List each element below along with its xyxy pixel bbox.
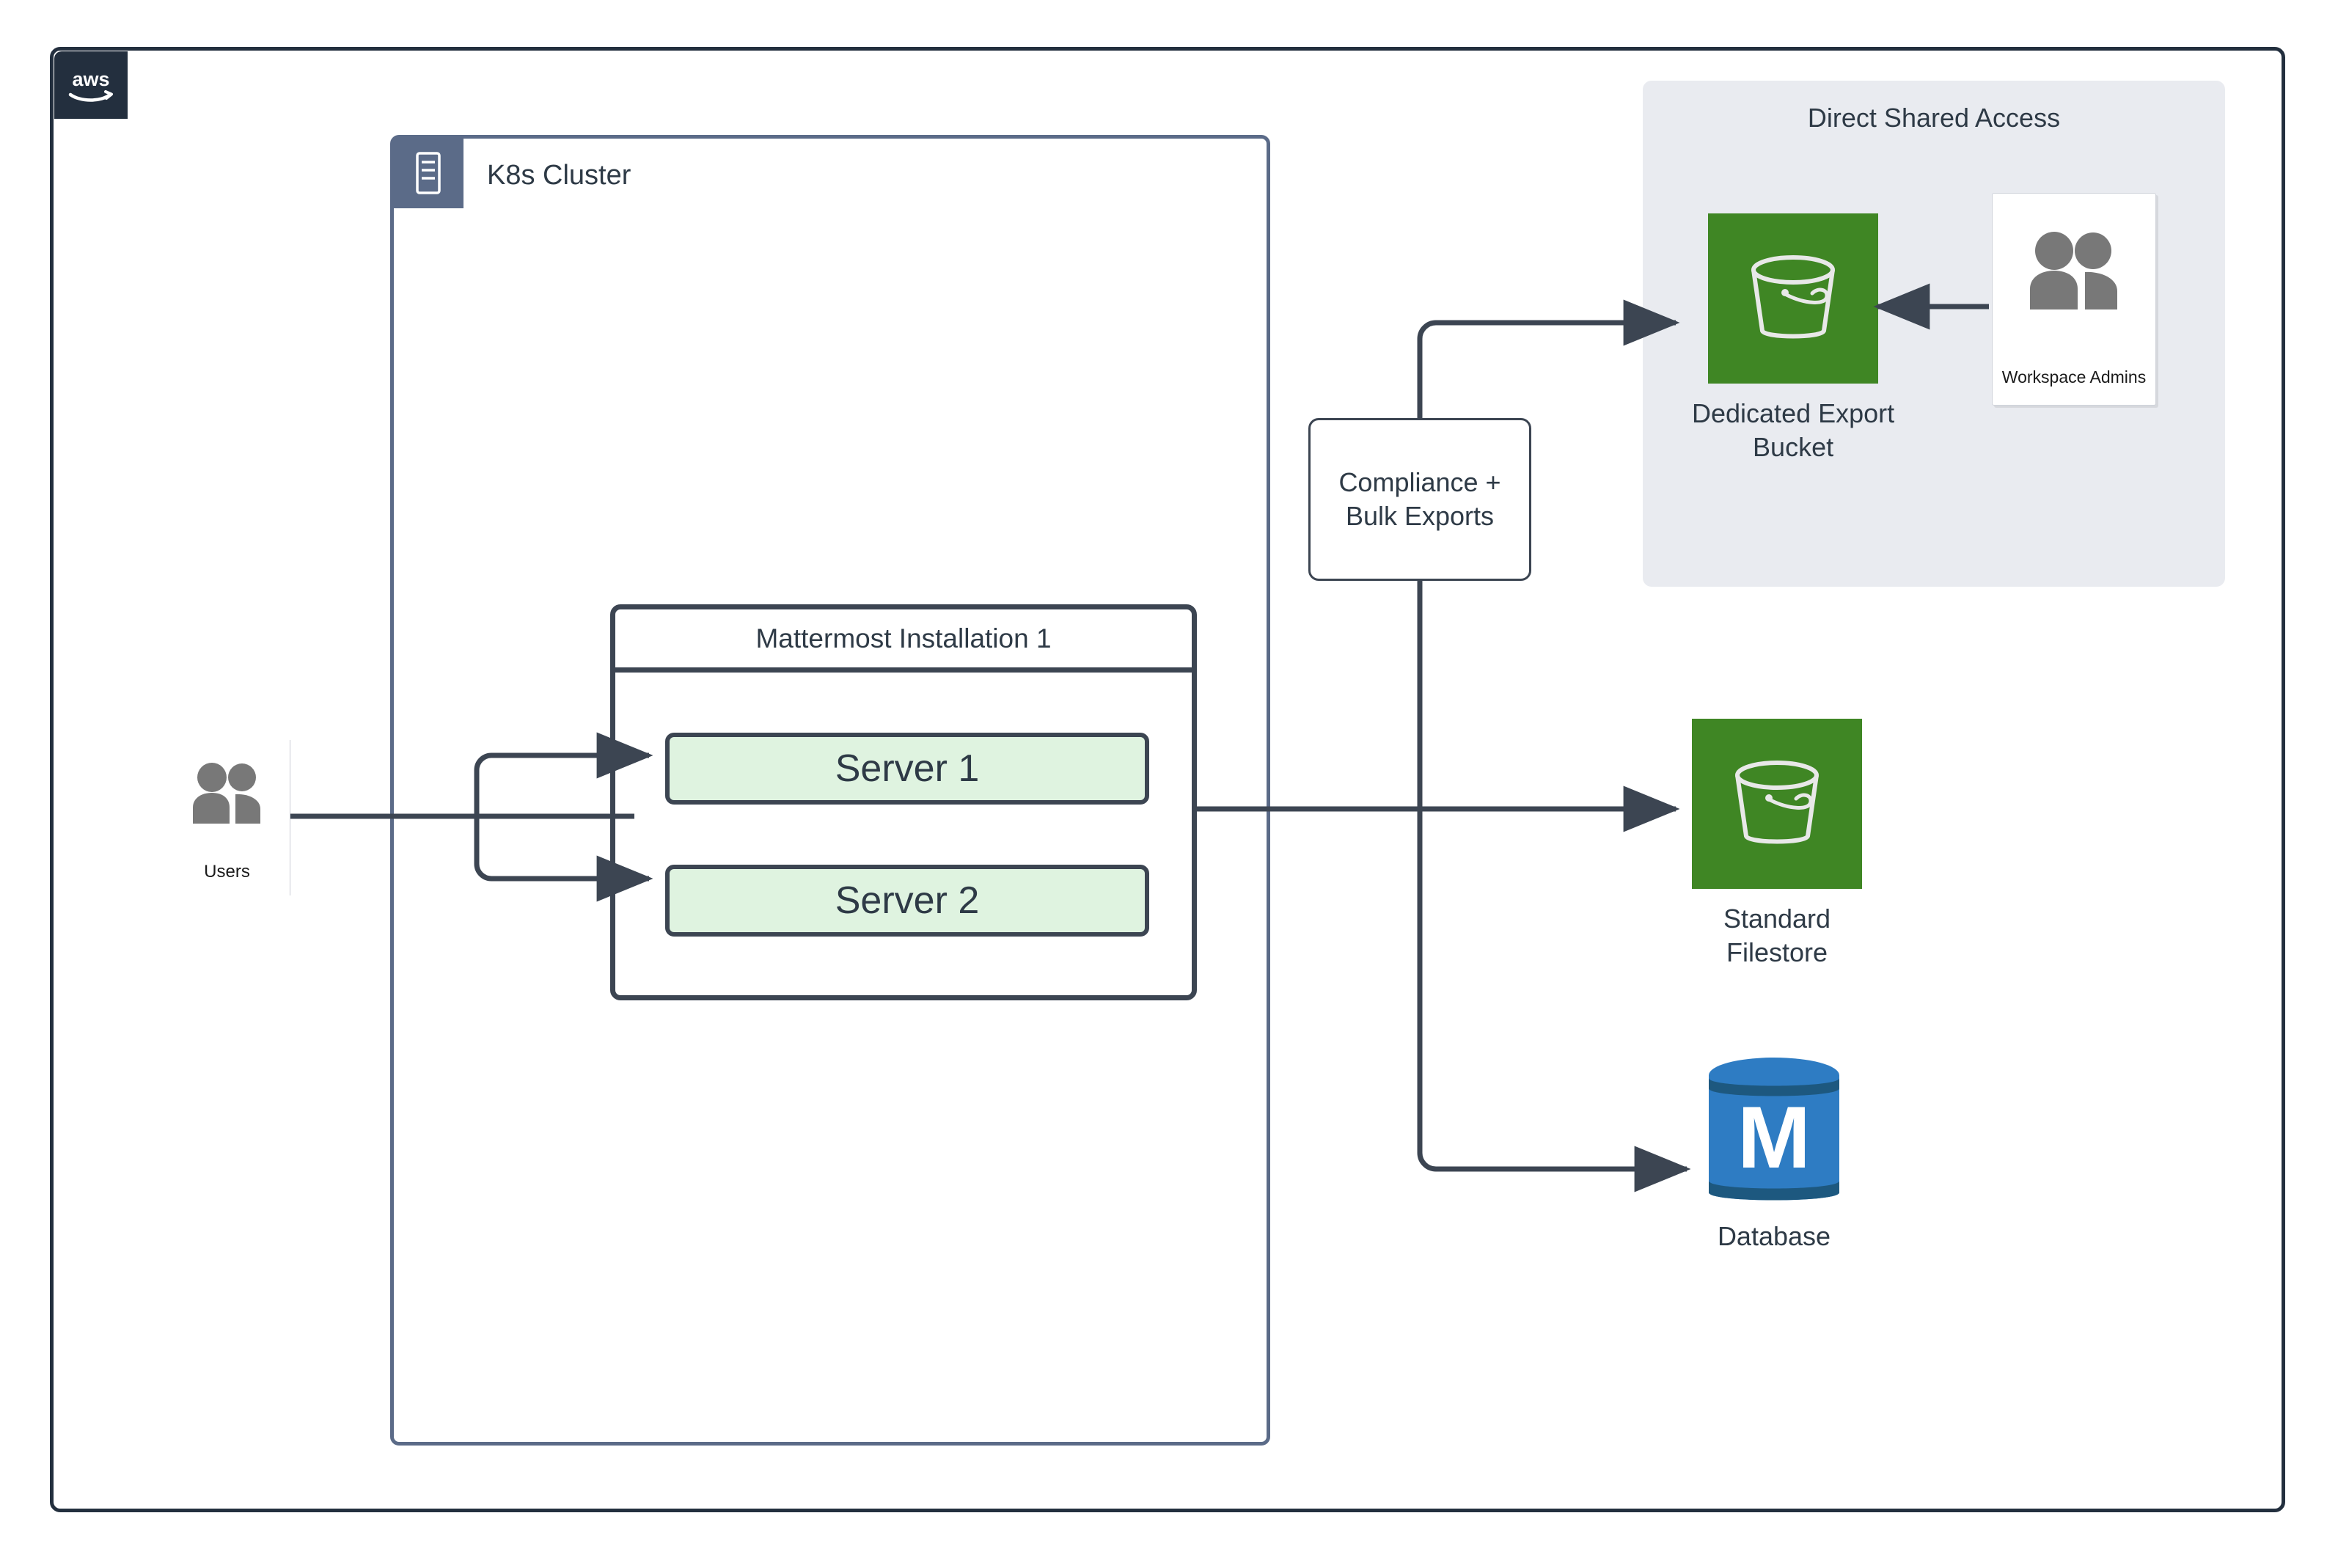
- compliance-bulk-exports-node[interactable]: Compliance + Bulk Exports: [1308, 418, 1531, 581]
- workspace-admins-label: Workspace Admins: [2001, 367, 2147, 386]
- server-rack-icon: [393, 138, 463, 208]
- database-badge-letter: M: [1737, 1088, 1811, 1187]
- standard-filestore-label-line-2: Filestore: [1726, 937, 1828, 968]
- dedicated-export-bucket-label-line-2: Bucket: [1753, 432, 1834, 463]
- mattermost-installation-box: Mattermost Installation 1 Server 1 Serve…: [610, 604, 1197, 1000]
- mattermost-installation-titlebar: Mattermost Installation 1: [615, 609, 1192, 673]
- k8s-cluster-title: K8s Cluster: [487, 160, 631, 191]
- database-cylinder-icon: M: [1701, 1056, 1847, 1215]
- users-group-icon: [184, 759, 271, 829]
- svg-text:aws: aws: [72, 68, 109, 90]
- server-node-2[interactable]: Server 2: [665, 865, 1149, 937]
- standard-filestore-node[interactable]: Standard Filestore: [1692, 719, 1862, 970]
- compliance-label-line-2: Bulk Exports: [1345, 501, 1495, 531]
- server-node-1[interactable]: Server 1: [665, 733, 1149, 805]
- workspace-admins-node[interactable]: Workspace Admins: [1992, 193, 2156, 406]
- standard-filestore-label-line-1: Standard: [1723, 904, 1831, 934]
- dedicated-export-bucket-node[interactable]: Dedicated Export Bucket: [1692, 213, 1894, 464]
- server-2-label: Server 2: [835, 879, 980, 922]
- dedicated-export-bucket-label-line-1: Dedicated Export: [1692, 398, 1895, 428]
- s3-bucket-icon: [1708, 213, 1879, 384]
- dedicated-export-bucket-label: Dedicated Export Bucket: [1692, 397, 1894, 464]
- standard-filestore-label: Standard Filestore: [1723, 902, 1831, 970]
- server-1-label: Server 1: [835, 747, 980, 790]
- aws-cloud-boundary: [50, 47, 2285, 1512]
- compliance-label-line-1: Compliance +: [1338, 466, 1501, 497]
- aws-logo-icon: aws: [54, 51, 128, 119]
- database-label: Database: [1717, 1221, 1831, 1251]
- users-group-icon: [2019, 227, 2129, 315]
- mattermost-installation-title: Mattermost Installation 1: [755, 623, 1052, 653]
- users-node[interactable]: Users: [164, 740, 290, 895]
- users-label: Users: [204, 862, 250, 882]
- database-node[interactable]: M Database: [1701, 1056, 1847, 1252]
- s3-bucket-icon: [1692, 719, 1862, 889]
- direct-shared-access-title: Direct Shared Access: [1807, 103, 2061, 133]
